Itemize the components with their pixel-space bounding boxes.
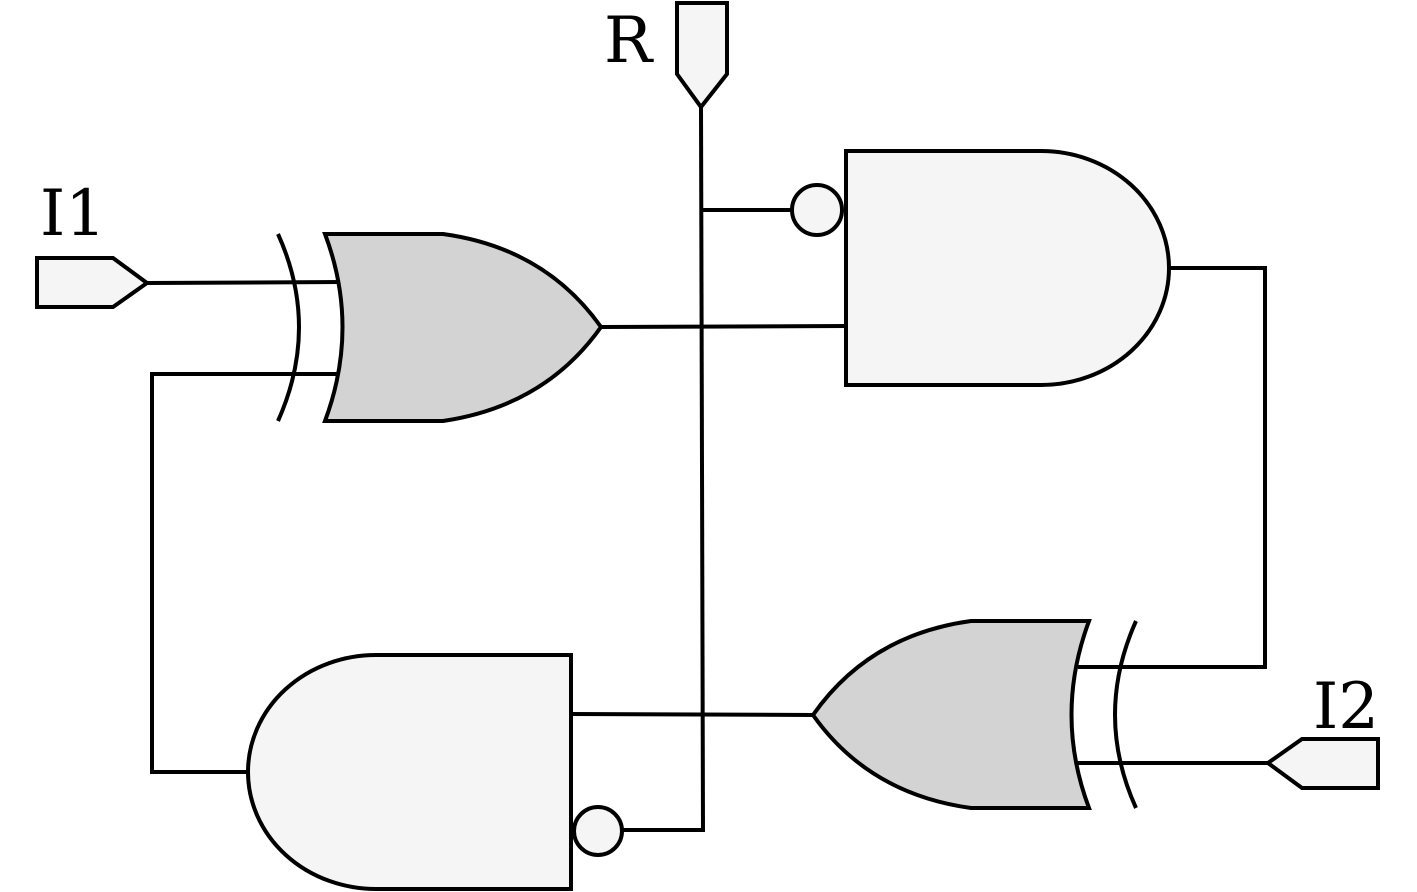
ports [35,1,1380,790]
top-xor-body [322,232,604,423]
i1-input-port [35,256,151,309]
bottom-xor-gate [810,619,1138,810]
wire-r-bus [698,104,706,833]
wire-top-xor-to-top-and [598,323,849,330]
wire-top-and-to-bottom-xor [1078,266,1267,669]
bottom-xor-input-arc [1113,620,1138,809]
wire-bottom-xor-to-bottom-and [568,711,816,718]
top-and-inversion-bubble [790,183,844,237]
bottom-and-gate [246,653,624,891]
top-and-gate [790,149,1171,387]
bottom-xor-body [810,619,1092,810]
wire-bottom-and-feedback [150,372,342,774]
i2-label: I2 [1313,670,1379,744]
labels: I1 I2 R [40,4,1379,744]
wires [144,104,1270,833]
i2-input-port [1264,737,1380,790]
top-xor-input-arc [276,233,301,422]
r-label: R [604,4,654,78]
top-and-body [844,149,1171,387]
bottom-and-body [246,653,573,891]
bottom-and-inversion-bubble [572,805,624,857]
r-input-port [675,1,729,111]
i1-label: I1 [40,177,106,251]
top-xor-gate [276,232,604,423]
wire-i1-to-top-xor [144,279,343,286]
